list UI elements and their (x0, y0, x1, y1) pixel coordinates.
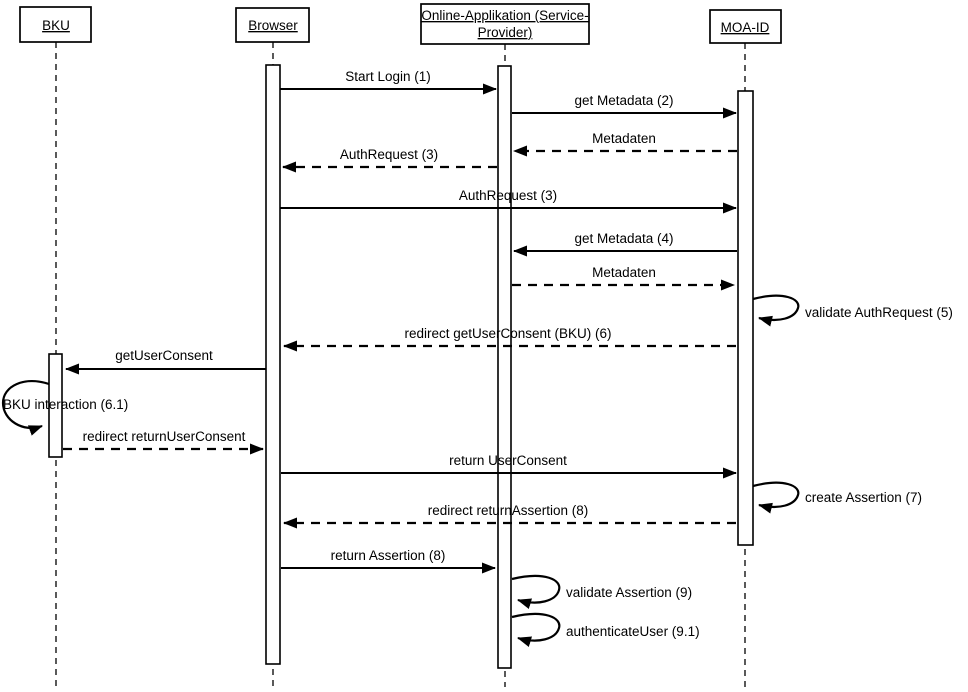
message-redirect-getuserconsent: redirect getUserConsent (BKU) (6) (283, 326, 736, 352)
label-return-assertion: return Assertion (8) (331, 548, 446, 563)
label-get-metadata-2: get Metadata (2) (574, 93, 673, 108)
label-bku-interaction: BKU interaction (6.1) (3, 397, 128, 412)
label-metadaten-1: Metadaten (592, 131, 656, 146)
label-metadaten-2: Metadaten (592, 265, 656, 280)
actor-browser: Browser (235, 7, 310, 43)
message-get-metadata-2: get Metadata (2) (512, 93, 737, 119)
label-return-userconsent: return UserConsent (449, 453, 567, 468)
message-authrequest-browser-moa: AuthRequest (3) (280, 188, 737, 214)
label-authrequest-browser-moa: AuthRequest (3) (459, 188, 557, 203)
actor-label-moa-id: MOA-ID (721, 20, 770, 35)
label-authenticateuser: authenticateUser (9.1) (566, 624, 700, 639)
label-create-assertion: create Assertion (7) (805, 490, 922, 505)
message-validate-assertion: validate Assertion (9) (511, 574, 692, 609)
activation-bar-browser (265, 64, 281, 665)
message-get-metadata-4: get Metadata (4) (513, 231, 737, 257)
message-return-userconsent: return UserConsent (281, 453, 737, 479)
message-validate-authrequest: validate AuthRequest (5) (752, 294, 953, 327)
actor-label-browser: Browser (248, 18, 298, 33)
actor-label-service-provider-line2: Provider) (478, 25, 533, 40)
label-validate-assertion: validate Assertion (9) (566, 585, 692, 600)
message-authrequest-sp-browser: AuthRequest (3) (282, 147, 497, 173)
message-redirect-returnuserconsent: redirect returnUserConsent (63, 429, 264, 455)
message-metadaten-2: Metadaten (512, 265, 735, 291)
actor-label-service-provider-line1: Online-Applikation (Service- (421, 8, 588, 23)
message-redirect-returnassertion: redirect returnAssertion (8) (283, 503, 736, 529)
label-getuserconsent: getUserConsent (115, 348, 213, 363)
activation-bar-service-provider (497, 65, 512, 669)
self-loop-validate-assertion (511, 574, 561, 609)
actor-label-bku: BKU (42, 18, 70, 33)
actor-moa-id: MOA-ID (709, 9, 782, 44)
actor-box-browser (235, 7, 310, 43)
message-getuserconsent: getUserConsent (65, 348, 266, 375)
label-redirect-returnassertion: redirect returnAssertion (8) (428, 503, 589, 518)
message-start-login: Start Login (1) (280, 69, 497, 95)
label-get-metadata-4: get Metadata (4) (574, 231, 673, 246)
label-redirect-getuserconsent: redirect getUserConsent (BKU) (6) (404, 326, 611, 341)
label-redirect-returnuserconsent: redirect returnUserConsent (83, 429, 246, 444)
label-authrequest-sp-browser: AuthRequest (3) (340, 147, 438, 162)
activation-bar-moa-id (737, 90, 754, 546)
self-loop-create-assertion (752, 481, 800, 514)
message-bku-interaction: BKU interaction (6.1) (1, 380, 128, 436)
actor-service-provider: Online-Applikation (Service- Provider) (420, 3, 590, 45)
label-start-login: Start Login (1) (345, 69, 431, 84)
actor-box-bku (19, 6, 92, 43)
message-create-assertion: create Assertion (7) (752, 481, 922, 514)
actor-box-service-provider (420, 3, 590, 45)
actor-bku: BKU (19, 6, 92, 43)
self-loop-validate-authrequest (752, 294, 800, 327)
self-loop-bku-interaction (1, 380, 50, 436)
self-loop-authenticateuser (511, 612, 561, 647)
message-metadaten-1: Metadaten (513, 131, 737, 157)
label-validate-authrequest: validate AuthRequest (5) (805, 305, 953, 320)
actor-box-moa-id (709, 9, 782, 44)
message-return-assertion: return Assertion (8) (281, 548, 496, 574)
activation-bar-bku (48, 353, 63, 458)
message-authenticateuser: authenticateUser (9.1) (511, 612, 700, 647)
